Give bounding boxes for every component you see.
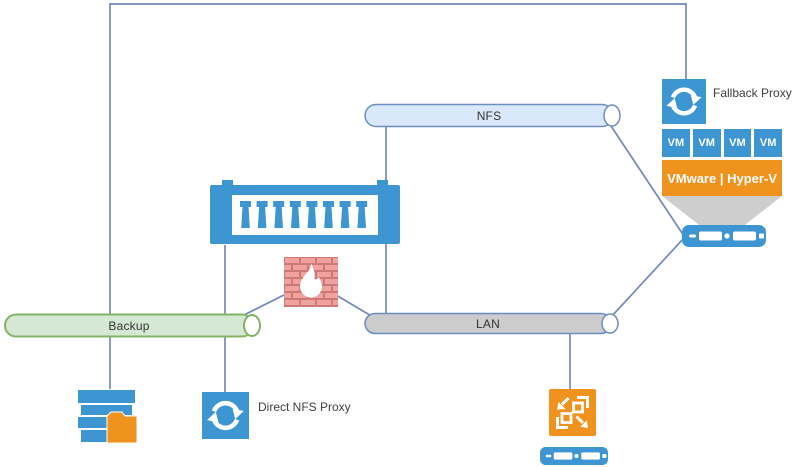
vm-row: VM VM VM VM <box>662 129 782 157</box>
backup-pipe: Backup <box>4 313 262 338</box>
vm-box: VM <box>692 129 721 157</box>
lan-pipe: LAN <box>364 312 620 335</box>
server-chassis-icon <box>682 225 766 247</box>
direct-nfs-proxy-label: Direct NFS Proxy <box>258 400 351 414</box>
storage-array <box>210 180 400 245</box>
backup-server <box>549 389 596 436</box>
vm-box: VM <box>723 129 752 157</box>
sync-arrows-icon <box>207 400 244 431</box>
storage-array-icon <box>210 180 400 244</box>
firewall <box>284 257 338 308</box>
backup-server-host <box>540 447 608 465</box>
backup-repository <box>77 388 139 445</box>
server-chassis-icon <box>540 447 608 465</box>
vm-box: VM <box>662 129 690 157</box>
direct-nfs-proxy <box>202 392 249 439</box>
hypervisor-host <box>682 225 766 247</box>
hypervisor-bar: VMware | Hyper-V <box>662 160 782 196</box>
vm-box: VM <box>754 129 782 157</box>
nfs-pipe: NFS <box>364 103 622 128</box>
nfs-pipe-label: NFS <box>476 108 502 123</box>
fallback-proxy-label: Fallback Proxy <box>713 86 792 100</box>
lan-pipe-label: LAN <box>476 316 500 331</box>
disk-stack-folder-icon <box>78 390 138 444</box>
fallback-proxy <box>662 79 706 124</box>
sync-arrows-icon <box>666 87 702 116</box>
veeam-backup-server-icon <box>549 389 596 436</box>
backup-pipe-label: Backup <box>108 318 150 333</box>
firewall-brick-flame-icon <box>284 257 338 307</box>
